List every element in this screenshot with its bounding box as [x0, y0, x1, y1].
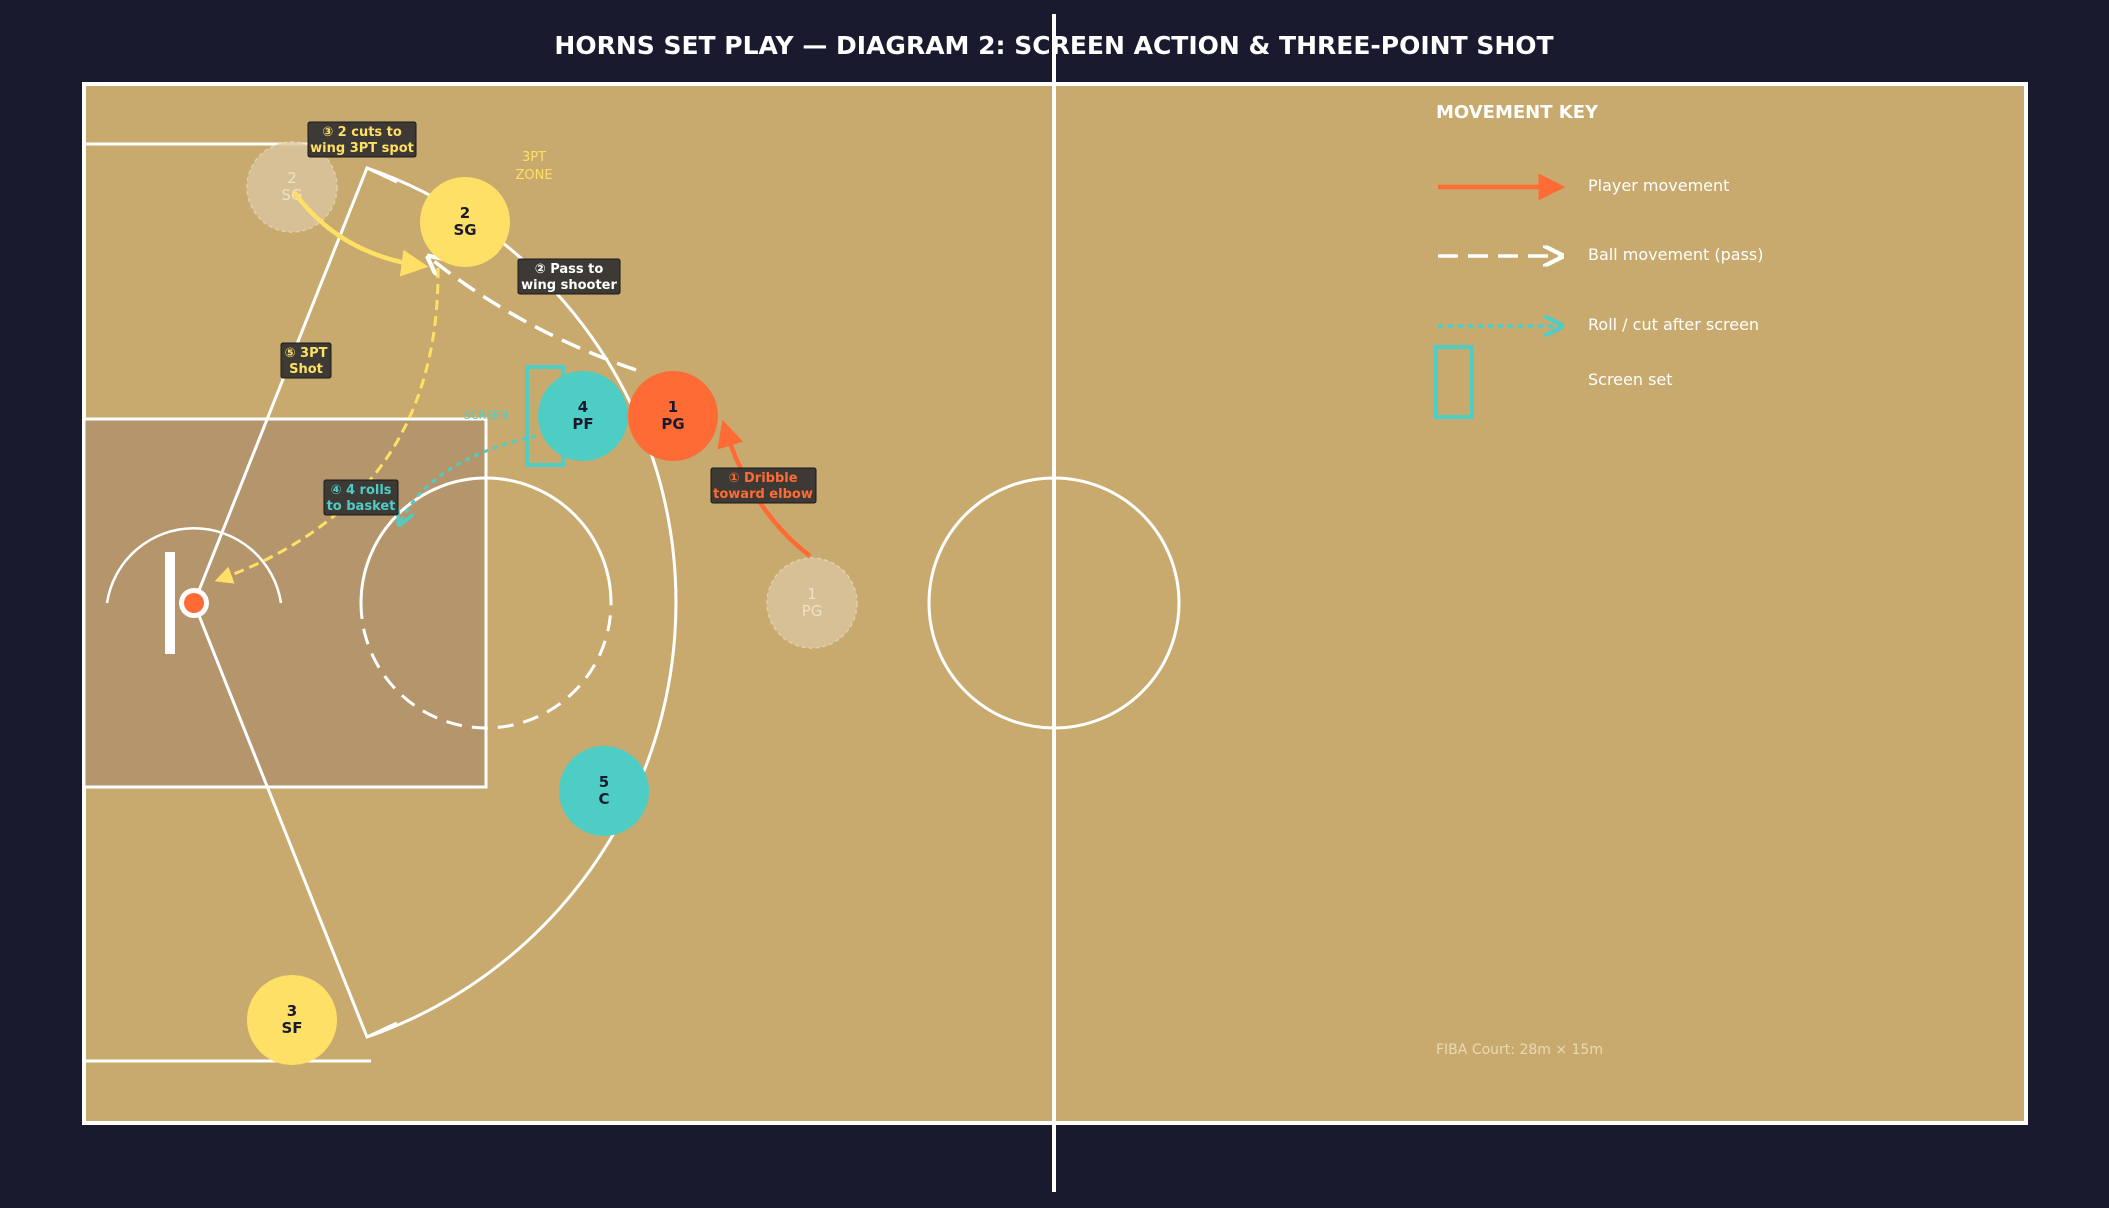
backboard [165, 552, 175, 654]
step-4-line-2: to basket [327, 499, 396, 514]
ghost-player-1-role: PG [802, 602, 823, 620]
pass-path [430, 258, 637, 372]
ghost-player-1: 1 PG [766, 557, 858, 649]
step-4-line-1: ④ 4 rolls [330, 483, 391, 498]
step-2-line-2: wing shooter [521, 278, 617, 293]
player-3-role: SF [281, 1019, 302, 1037]
player-2-number: 2 [460, 204, 470, 222]
player-1-role: PG [661, 415, 684, 433]
player-2-sg[interactable]: 2 SG [420, 177, 510, 267]
player-2-role: SG [453, 221, 476, 239]
step-5-line-2: Shot [289, 362, 323, 377]
roll-cut-label: Roll / cut after screen [1588, 315, 1759, 334]
court [82, 14, 2028, 1192]
screen-set-icon [1434, 345, 1474, 419]
center-circle [927, 476, 1181, 730]
ghost-player-2: 2 SG [246, 141, 338, 233]
step-1-line-1: ① Dribble [728, 471, 797, 486]
step-5-label: ⑤ 3PT Shot [280, 342, 332, 379]
step-1-line-2: toward elbow [713, 487, 813, 502]
basket-hoop-icon [179, 588, 209, 618]
step-5-line-1: ⑤ 3PT [285, 346, 328, 361]
player-5-c[interactable]: 5 C [559, 746, 649, 836]
player-1-pg[interactable]: 1 PG [628, 371, 718, 461]
player-movement-label: Player movement [1588, 176, 1729, 195]
player-5-role: C [598, 790, 609, 808]
court-dimensions-footnote: FIBA Court: 28m × 15m [1436, 1042, 1603, 1058]
ghost-player-2-number: 2 [287, 169, 297, 187]
player-3-number: 3 [287, 1002, 297, 1020]
step-2-label: ② Pass to wing shooter [517, 258, 621, 295]
screen-set-label: Screen set [1588, 370, 1673, 389]
ghost-player-1-number: 1 [807, 585, 817, 603]
step-3-label: ③ 2 cuts to wing 3PT spot [307, 121, 417, 158]
player-4-role: PF [572, 415, 593, 433]
step-3-line-1: ③ 2 cuts to [322, 125, 402, 140]
movement-key-title: MOVEMENT KEY [1436, 102, 1599, 123]
free-throw-circle-top [359, 476, 613, 604]
wedge-line-bottom [192, 602, 398, 1040]
step-1-label: ① Dribble toward elbow [710, 467, 817, 504]
step-2-line-1: ② Pass to [535, 262, 604, 277]
restricted-area-arc [105, 526, 283, 604]
player-4-number: 4 [578, 398, 588, 416]
ball-movement-label: Ball movement (pass) [1588, 245, 1764, 264]
three-point-arc [366, 166, 678, 1039]
wedge-line-top [192, 165, 398, 604]
movement-key: MOVEMENT KEY Player movement Ball moveme… [1434, 102, 1764, 419]
player-5-number: 5 [599, 773, 609, 791]
three-point-zone-label: ZONE [515, 168, 552, 183]
player-1-number: 1 [668, 398, 678, 416]
player-3-sf[interactable]: 3 SF [247, 975, 337, 1065]
pf-roll-path [400, 434, 537, 523]
player-4-pf[interactable]: 4 PF [538, 371, 628, 461]
sg-cut-path [292, 190, 429, 277]
screen-label: SCREEN [464, 409, 508, 422]
three-point-zone-label: 3PT [522, 150, 546, 165]
step-3-line-2: wing 3PT spot [310, 141, 414, 156]
free-throw-circle-bottom [359, 602, 613, 730]
step-4-label: ④ 4 rolls to basket [323, 479, 399, 516]
paint-key [82, 417, 488, 789]
